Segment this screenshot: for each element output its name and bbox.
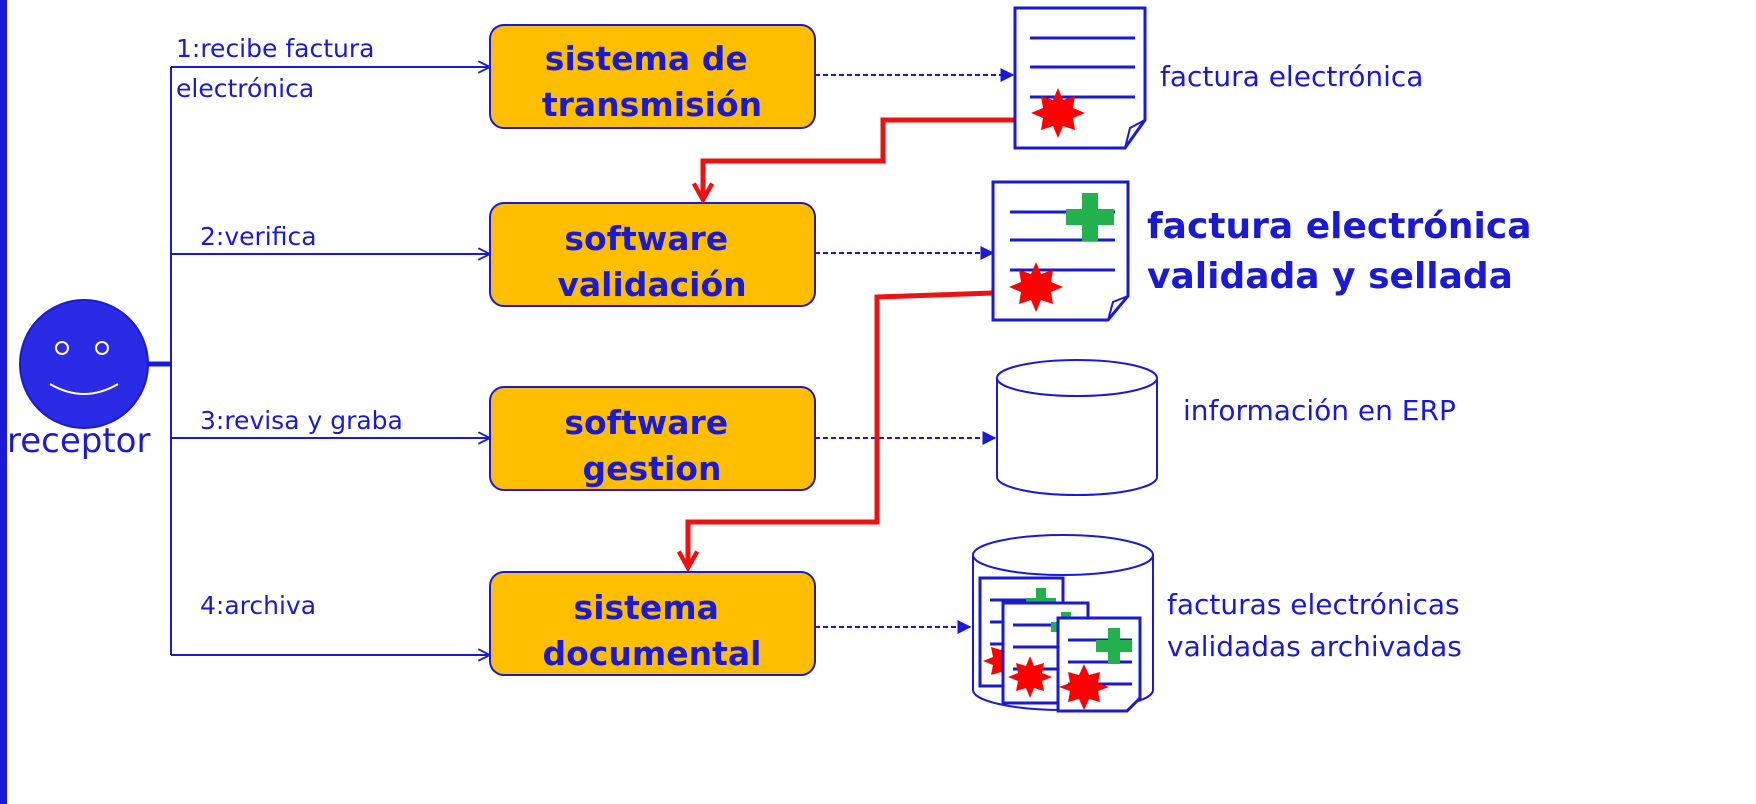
document-seal-icon [1013, 6, 1147, 150]
process-box-transmision: sistema de transmisión [489, 24, 816, 129]
svg-text:sistema de transmisión: sistema de transmisión [542, 39, 762, 124]
smiley-mouth [49, 383, 119, 395]
process-box-documental: sistema documental [489, 571, 816, 676]
output-3-label: información en ERP [1183, 394, 1456, 427]
red-flow-doc2-to-documental [688, 290, 994, 568]
red-seal-icon [1009, 262, 1063, 312]
step-2-label: 2:verifica [200, 222, 317, 251]
green-cross-icon [1066, 193, 1114, 241]
output-2-label: factura electrónica validada y sellada [1147, 206, 1544, 297]
smiley-eye-left [55, 341, 69, 355]
database-documents-icon [972, 534, 1154, 713]
process-box-validacion: software validación [489, 202, 816, 307]
database-icon [996, 359, 1158, 496]
actor-receptor: receptor [7, 299, 150, 461]
left-border-bar [0, 0, 7, 804]
archived-document-icon [1056, 616, 1142, 713]
svg-text:software gestion: software gestion [564, 403, 739, 488]
smiley-eye-right [95, 341, 109, 355]
svg-text:software validación: software validación [557, 219, 746, 304]
red-flow-doc1-to-validacion [703, 117, 1015, 200]
smiley-face-icon [19, 299, 149, 429]
step-3-label: 3:revisa y graba [200, 406, 403, 435]
actor-label: receptor [7, 421, 150, 461]
step-4-label: 4:archiva [200, 591, 316, 620]
output-1-label: factura electrónica [1160, 60, 1423, 93]
document-seal-cross-icon [991, 180, 1130, 322]
step-1-label: 1:recibe factura electrónica [176, 34, 382, 103]
output-4-label: facturas electrónicas validadas archivad… [1167, 588, 1469, 663]
svg-text:sistema documental: sistema documental [543, 588, 762, 673]
process-box-gestion: software gestion [489, 386, 816, 491]
red-seal-icon [1031, 88, 1085, 138]
